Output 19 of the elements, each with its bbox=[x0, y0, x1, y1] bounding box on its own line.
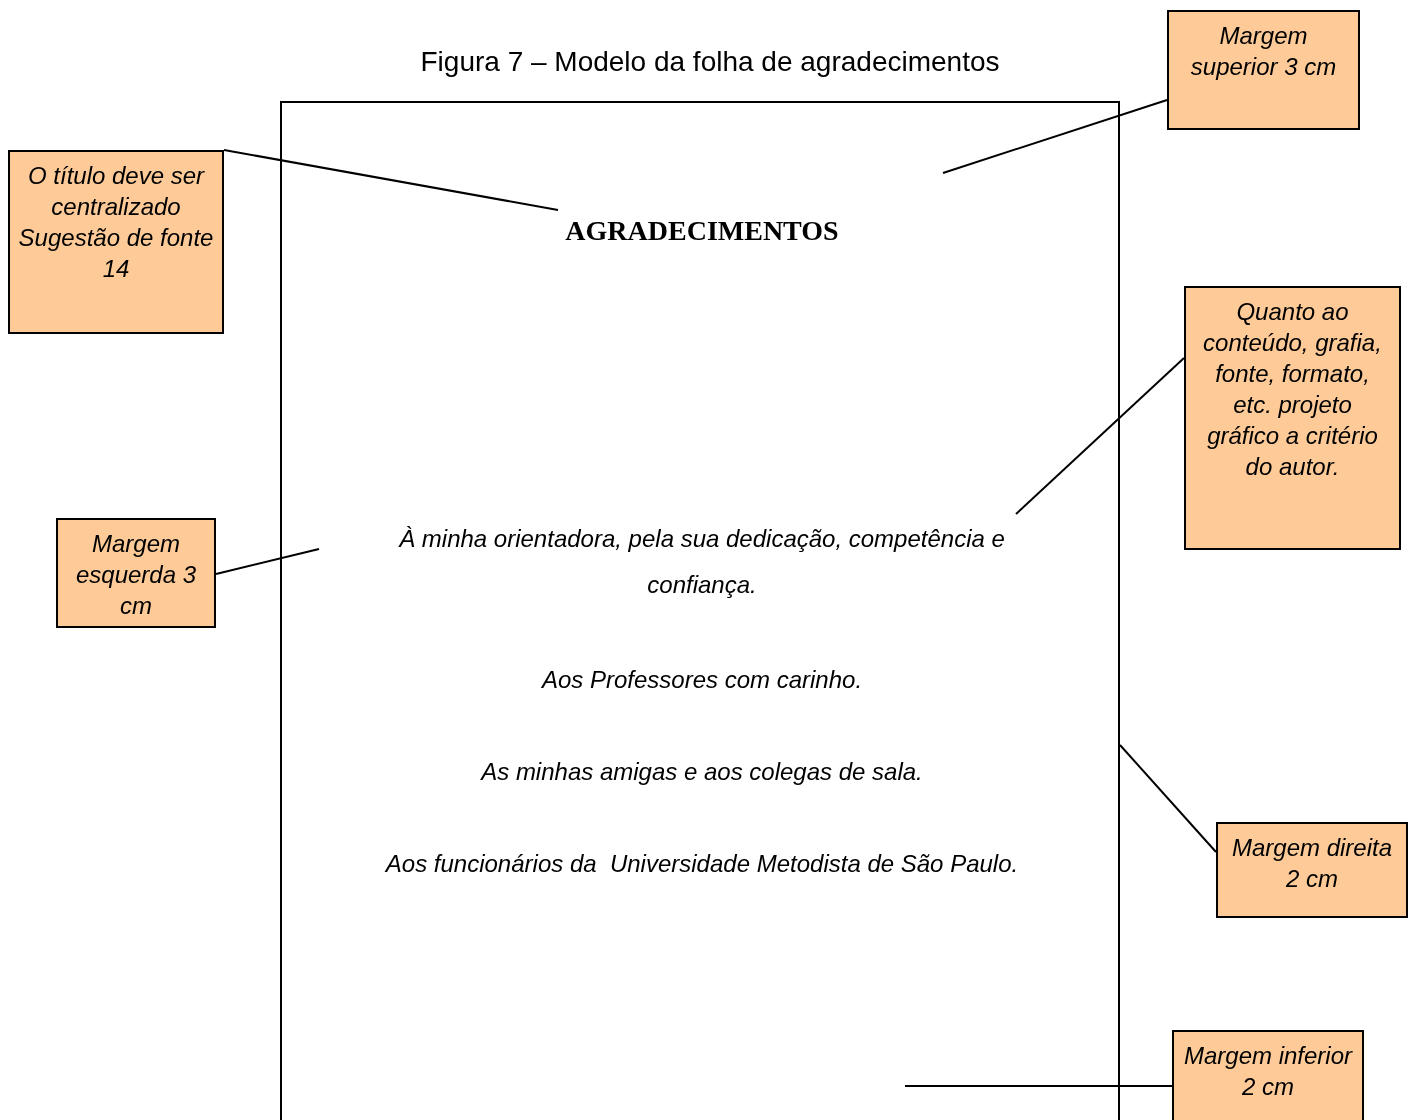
callout-box: Margem inferior 2 cm bbox=[1172, 1030, 1364, 1120]
figure-title: Figura 7 – Modelo da folha de agradecimentos bbox=[419, 45, 1001, 79]
callout-box: O título deve ser centralizado Sugestão de fonte 14 bbox=[8, 150, 224, 334]
page-outline bbox=[280, 101, 1120, 1120]
page-heading: AGRADECIMENTOS bbox=[542, 212, 862, 250]
dedication-text: Aos funcionários da Universidade Metodista de São Paulo. bbox=[332, 841, 1072, 879]
leader-line bbox=[904, 1085, 1173, 1087]
leader-line bbox=[1119, 744, 1217, 853]
leader-line bbox=[942, 99, 1168, 174]
dedication-text: As minhas amigas e aos colegas de sala. bbox=[402, 749, 1002, 787]
dedication-text: Aos Professores com carinho. bbox=[402, 657, 1002, 695]
callout-box: Margem direita 2 cm bbox=[1216, 822, 1408, 918]
callout-box: Margem superior 3 cm bbox=[1167, 10, 1360, 130]
leader-line bbox=[215, 548, 320, 575]
callout-box: Margem esquerda 3 cm bbox=[56, 518, 216, 628]
leader-line bbox=[223, 149, 559, 211]
dedication-text: À minha orientadora, pela sua dedicação, competência e confiança. bbox=[347, 516, 1057, 608]
leader-line bbox=[1015, 357, 1185, 515]
callout-box: Quanto ao conteúdo, grafia, fonte, formato, etc. projeto gráfico a critério do autor. bbox=[1184, 286, 1401, 550]
